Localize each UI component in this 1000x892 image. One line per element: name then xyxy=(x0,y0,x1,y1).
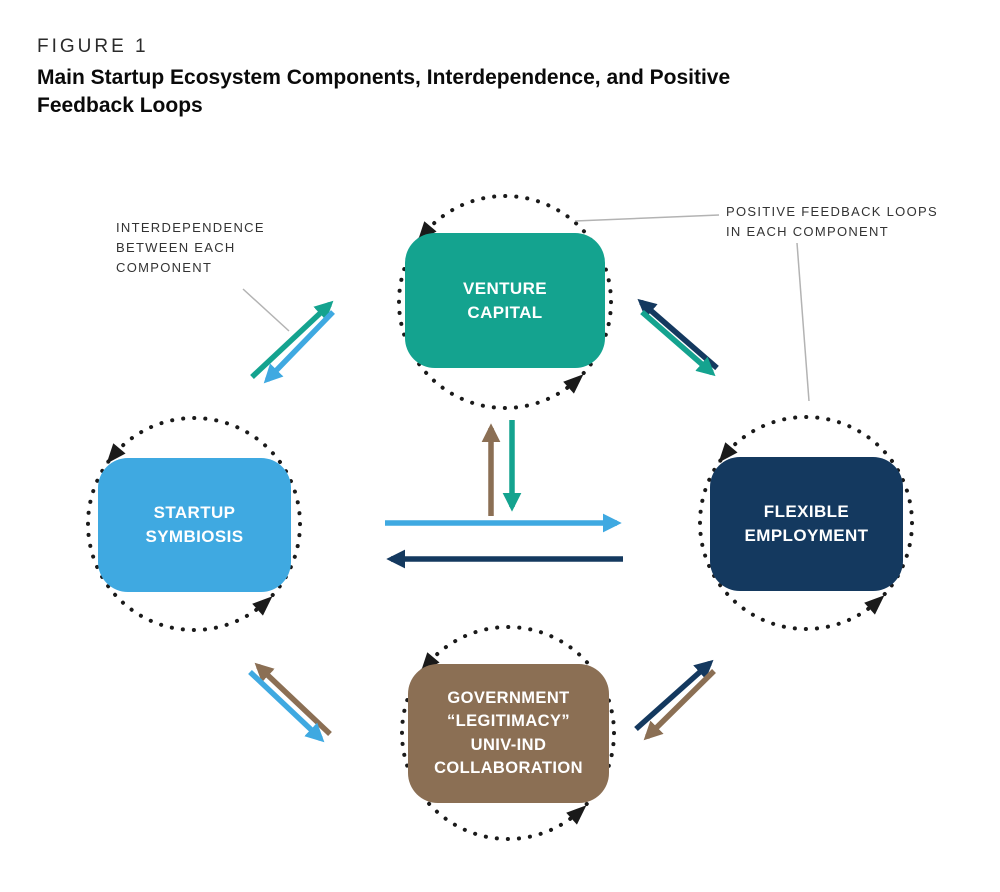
arrow-flexible-to-venture xyxy=(637,298,719,371)
arrow-startup-to-government xyxy=(248,669,325,743)
annotation-interdependence: INTERDEPENDENCE BETWEEN EACH COMPONENT xyxy=(116,220,265,276)
leader-line-interdependence xyxy=(242,288,290,332)
component-government-legitimacy-label: GOVERNMENT “LEGITIMACY” UNIV-IND COLLABO… xyxy=(434,689,583,777)
figure-label: FIGURE 1 xyxy=(37,36,149,57)
component-venture-capital: VENTURE CAPITAL xyxy=(405,233,605,368)
leader-line-feedback-right xyxy=(796,242,810,402)
leader-line-feedback-top xyxy=(574,214,720,222)
annotation-feedback-loops: POSITIVE FEEDBACK LOOPS IN EACH COMPONEN… xyxy=(726,204,938,240)
figure-title: Main Startup Ecosystem Components, Inter… xyxy=(37,66,731,118)
component-government-legitimacy: GOVERNMENT “LEGITIMACY” UNIV-IND COLLABO… xyxy=(408,664,609,803)
arrow-venture-to-startup xyxy=(263,310,335,384)
component-startup-symbiosis: STARTUP SYMBIOSIS xyxy=(98,458,291,592)
arrow-government-to-startup xyxy=(254,662,332,736)
arrow-flexible-to-government xyxy=(643,669,716,741)
component-flexible-employment: FLEXIBLE EMPLOYMENT xyxy=(710,457,903,591)
component-venture-capital-label: VENTURE CAPITAL xyxy=(462,278,548,322)
arrow-government-to-flexible xyxy=(634,659,714,732)
component-startup-symbiosis-label: STARTUP SYMBIOSIS xyxy=(145,503,244,546)
component-flexible-employment-label: FLEXIBLE EMPLOYMENT xyxy=(744,502,869,545)
arrow-venture-to-flexible xyxy=(640,309,716,377)
arrow-startup-to-venture xyxy=(250,300,334,380)
